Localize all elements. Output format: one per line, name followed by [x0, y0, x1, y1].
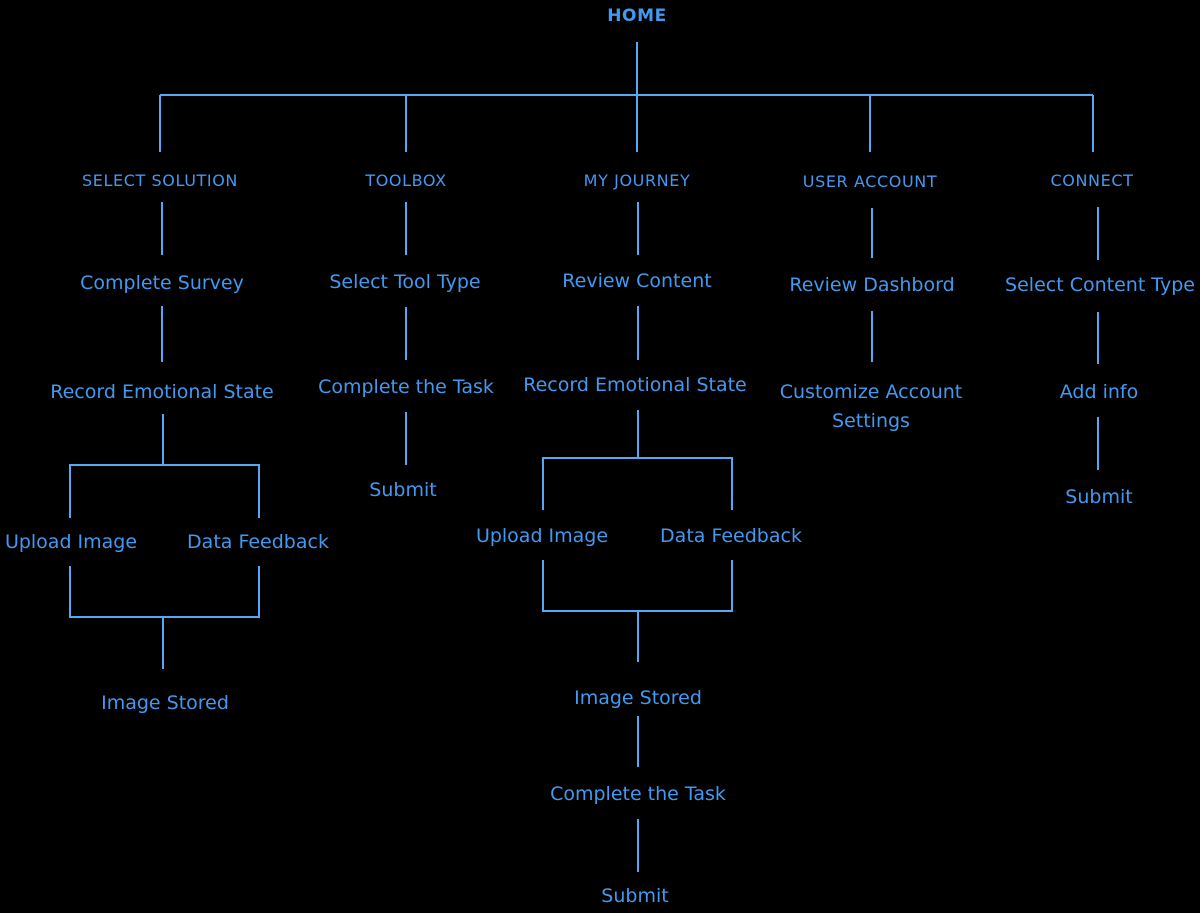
node-image-stored-1: Image Stored: [101, 692, 229, 714]
step-review-content: Review Content: [562, 270, 712, 292]
step-select-content-type: Select Content Type: [1005, 274, 1195, 296]
node-data-feedback-2: Data Feedback: [660, 525, 802, 547]
header-connect: CONNECT: [1050, 171, 1134, 190]
step-complete-the-task-toolbox: Complete the Task: [318, 376, 494, 398]
node-data-feedback-1: Data Feedback: [187, 531, 329, 553]
connector-my-journey-split: [542, 457, 733, 662]
step-review-dashbord: Review Dashbord: [789, 274, 955, 296]
step-submit-toolbox: Submit: [369, 479, 437, 501]
header-my-journey: MY JOURNEY: [583, 171, 691, 190]
header-toolbox: TOOLBOX: [365, 171, 447, 190]
node-upload-image-2: Upload Image: [475, 525, 609, 547]
node-upload-image-1: Upload Image: [4, 531, 138, 553]
connector-select-solution-chain: [161, 202, 164, 464]
step-record-emotional-state-1: Record Emotional State: [50, 381, 274, 403]
step-select-tool-type: Select Tool Type: [329, 271, 481, 293]
step-complete-survey: Complete Survey: [80, 272, 244, 294]
header-select-solution: SELECT SOLUTION: [82, 171, 238, 190]
step-customize-account-settings: Customize Account Settings: [779, 381, 963, 432]
step-complete-the-task-journey: Complete the Task: [550, 783, 726, 805]
connector-branch-drops: [159, 95, 1094, 152]
step-submit-connect: Submit: [1065, 486, 1133, 508]
step-submit-journey: Submit: [601, 885, 669, 907]
header-user-account: USER ACCOUNT: [802, 172, 938, 191]
node-home: HOME: [607, 6, 667, 26]
connector-select-solution-split: [69, 464, 260, 669]
step-add-info: Add info: [1059, 381, 1139, 403]
step-record-emotional-state-2: Record Emotional State: [523, 374, 747, 396]
node-image-stored-2: Image Stored: [574, 687, 702, 709]
